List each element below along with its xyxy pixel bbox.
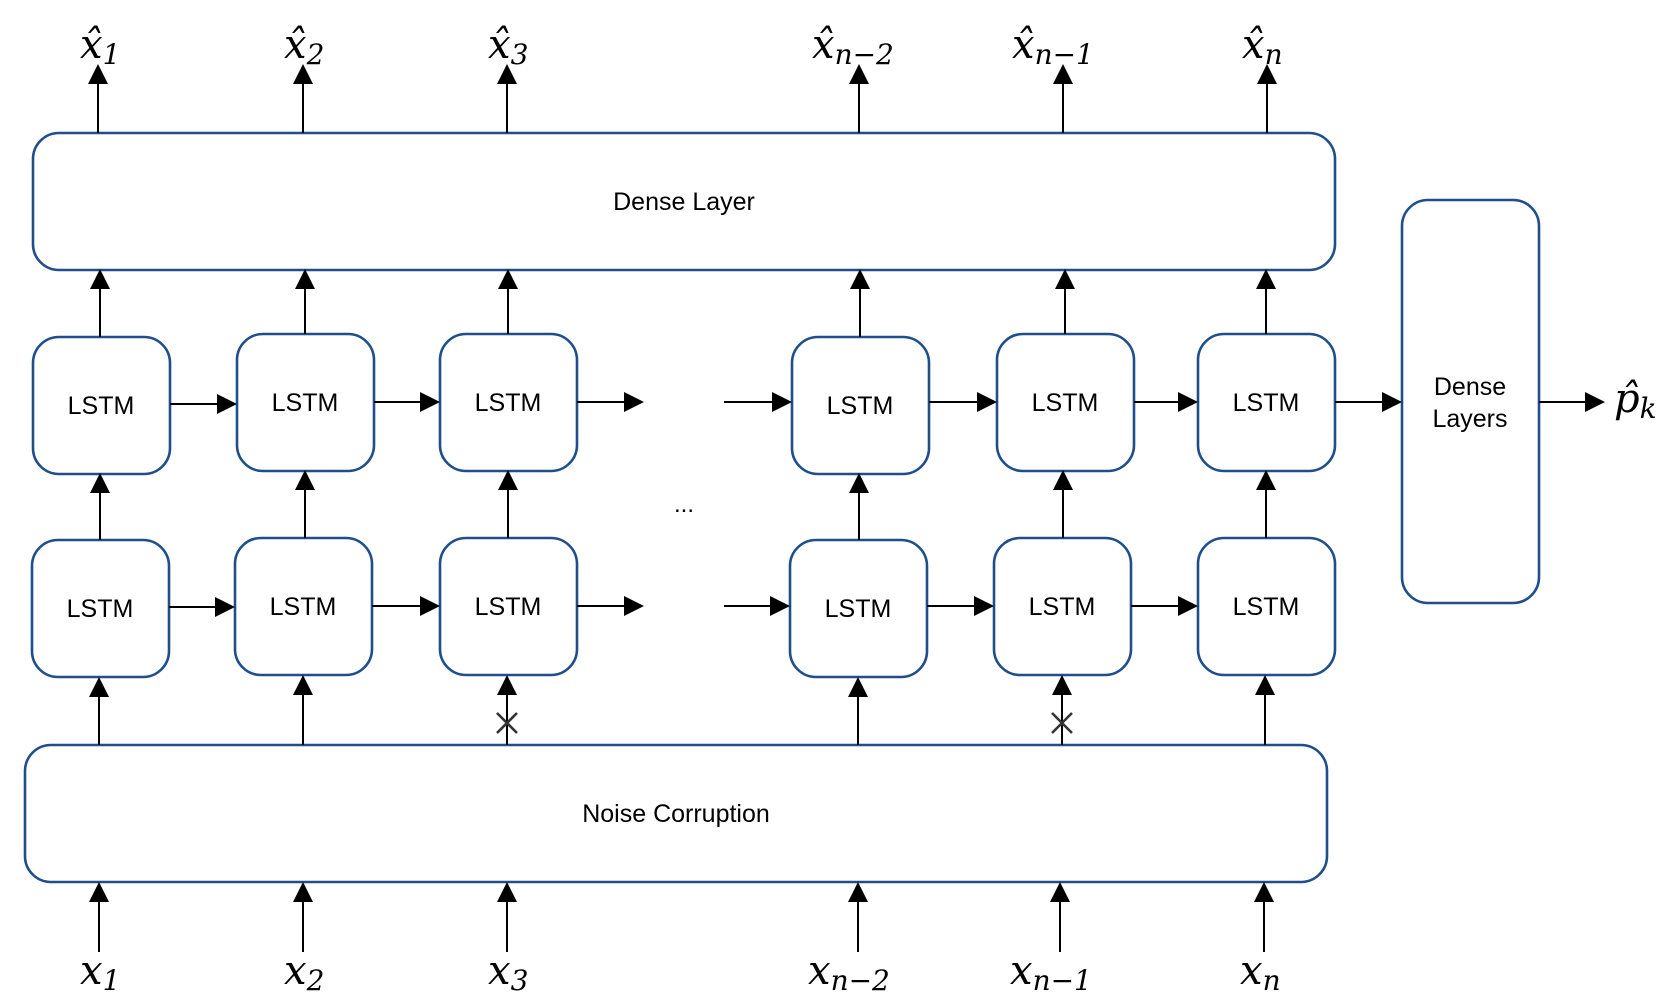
lstm-label: LSTM <box>67 595 134 623</box>
lstm-cell-bottom-n-1: LSTM <box>992 536 1133 677</box>
dense-layers-block: Dense Layers <box>1400 198 1541 605</box>
lstm-cell-bottom-3: LSTM <box>438 536 579 677</box>
noise-corruption-label: Noise Corruption <box>582 800 770 828</box>
lstm-cell-top-n: LSTM <box>1196 332 1337 473</box>
lstm-cell-bottom-1: LSTM <box>30 538 171 679</box>
input-label-n: xn <box>1240 948 1281 997</box>
lstm-label: LSTM <box>827 392 894 420</box>
lstm-label: LSTM <box>272 389 339 417</box>
output-label-3: x̂3 <box>488 22 528 71</box>
output-label-1: x̂1 <box>80 22 120 71</box>
lstm-cell-bottom-2: LSTM <box>233 536 374 677</box>
lstm-cell-top-1: LSTM <box>31 335 172 476</box>
lstm-cell-top-n-2: LSTM <box>790 335 931 476</box>
output-label-2: x̂2 <box>284 22 324 71</box>
corruption-marks <box>496 712 1073 734</box>
input-labels: x1 x2 x3 xn−2 xn−1 xn <box>80 948 1281 997</box>
lstm-label: LSTM <box>475 593 542 621</box>
sequence-ellipsis: ... <box>674 491 694 518</box>
output-label-n: x̂n <box>1242 22 1283 71</box>
output-label-n-1: x̂n−1 <box>1012 22 1094 71</box>
final-output-label: p̂k <box>1614 376 1657 425</box>
lstm-cell-top-3: LSTM <box>438 332 579 473</box>
input-label-n-1: xn−1 <box>1010 948 1092 997</box>
dense-layers-label-line1: Dense <box>1434 373 1506 401</box>
input-label-1: x1 <box>80 948 120 997</box>
lstm-cell-top-n-1: LSTM <box>995 332 1136 473</box>
connection-arrows <box>88 64 1605 952</box>
output-label-n-2: x̂n−2 <box>812 22 894 71</box>
lstm-cell-top-2: LSTM <box>235 332 376 473</box>
dense-layers-label-line2: Layers <box>1432 405 1507 433</box>
lstm-label: LSTM <box>475 389 542 417</box>
input-label-2: x2 <box>284 948 324 997</box>
input-label-3: x3 <box>488 948 528 997</box>
lstm-row-top: LSTM LSTM LSTM LSTM LSTM LSTM <box>31 332 1337 476</box>
output-labels: x̂1 x̂2 x̂3 x̂n−2 x̂n−1 x̂n p̂k <box>80 22 1657 425</box>
lstm-cell-bottom-n-2: LSTM <box>788 538 929 679</box>
noise-corruption-layer: Noise Corruption <box>23 743 1329 884</box>
lstm-label: LSTM <box>825 595 892 623</box>
lstm-label: LSTM <box>1032 389 1099 417</box>
lstm-label: LSTM <box>68 392 135 420</box>
cross-icon <box>496 712 518 734</box>
lstm-label: LSTM <box>1029 593 1096 621</box>
cross-icon <box>1051 712 1073 734</box>
dense-layer-label: Dense Layer <box>613 188 755 216</box>
lstm-label: LSTM <box>1233 389 1300 417</box>
lstm-label: LSTM <box>1233 593 1300 621</box>
input-label-n-2: xn−2 <box>808 948 890 997</box>
lstm-label: LSTM <box>270 593 337 621</box>
lstm-cell-bottom-n: LSTM <box>1196 536 1337 677</box>
dense-layer: Dense Layer <box>31 131 1337 272</box>
